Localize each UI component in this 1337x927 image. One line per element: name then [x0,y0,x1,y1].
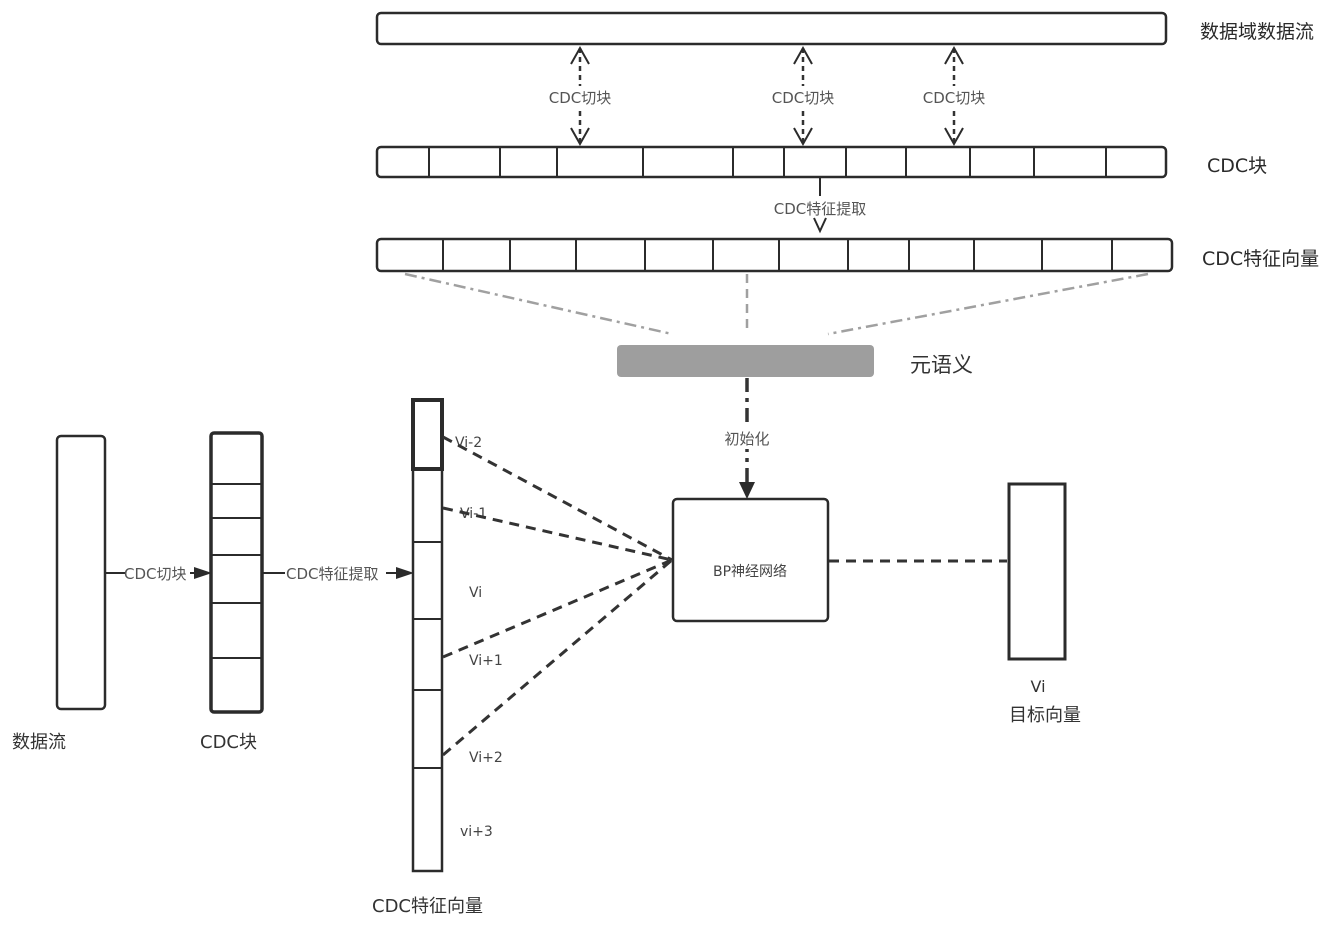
cut-label-1: CDC切块 [549,89,612,107]
extract-label: CDC特征提取 [774,200,867,218]
extract-arrow-head [813,217,827,234]
target-vector-label: 目标向量 [1009,705,1081,726]
meta-link-right [827,272,1149,336]
vector-item-label: vi+3 [460,824,493,840]
meta-semantics-box [617,345,874,377]
cdc-block-column-label: CDC块 [200,732,257,753]
vector-item-label: Vi+1 [469,653,503,669]
cut-label-2: CDC切块 [772,89,835,107]
cdc-vector-column-label: CDC特征向量 [372,896,483,917]
link-vi-plus-1 [442,558,673,659]
init-label: 初始化 [724,430,769,448]
target-vector-box [1007,482,1067,661]
cdc-block-row [375,145,1168,179]
cdc-cut-arrows: CDC切块 CDC切块 CDC切块 [542,45,992,147]
data-stream-label: 数据流 [12,732,66,753]
bp-network-box [671,497,830,623]
link-vi-minus-2 [442,435,673,562]
data-stream-box [55,434,107,711]
cut-label-3: CDC切块 [923,89,986,107]
bp-network-label: BP神经网络 [713,564,787,580]
init-arrow-head [739,482,755,499]
vector-item-label: Vi+2 [469,750,503,766]
extract-label-bottom: CDC特征提取 [286,565,379,583]
cdc-block-column [209,431,264,714]
cut-arrow-1-head-down [570,127,590,147]
cut-arrow-2-head-up [793,45,813,65]
cut-arrow-3-head-up [944,45,964,65]
vector-item-label: Vi [469,585,482,601]
data-domain-stream-label: 数据域数据流 [1200,21,1314,43]
target-vector-top-label: Vi [1030,677,1045,696]
cut-arrow-head [194,567,212,579]
cdc-block-row-frame [375,145,1168,179]
cdc-vector-column [411,398,444,873]
cdc-vector-row [375,237,1174,273]
cdc-vector-label: CDC特征向量 [1202,248,1319,270]
data-domain-stream-bar [375,11,1168,46]
link-vi-minus-1 [442,506,673,562]
meta-semantics-label: 元语义 [910,353,973,377]
cut-arrow-1-head-up [570,45,590,65]
cut-arrow-2-head-down [793,127,813,147]
cdc-vector-column-frame [411,398,444,873]
cdc-block-column-frame [209,431,264,714]
extract-arrow-head-bottom [396,567,414,579]
cut-arrow-3-head-down [944,127,964,147]
cdc-block-label: CDC块 [1207,155,1267,177]
meta-link-left [404,272,673,336]
cut-label: CDC切块 [124,565,187,583]
vector-item-label: Vi-2 [455,435,482,451]
cdc-vector-row-frame [375,237,1174,273]
